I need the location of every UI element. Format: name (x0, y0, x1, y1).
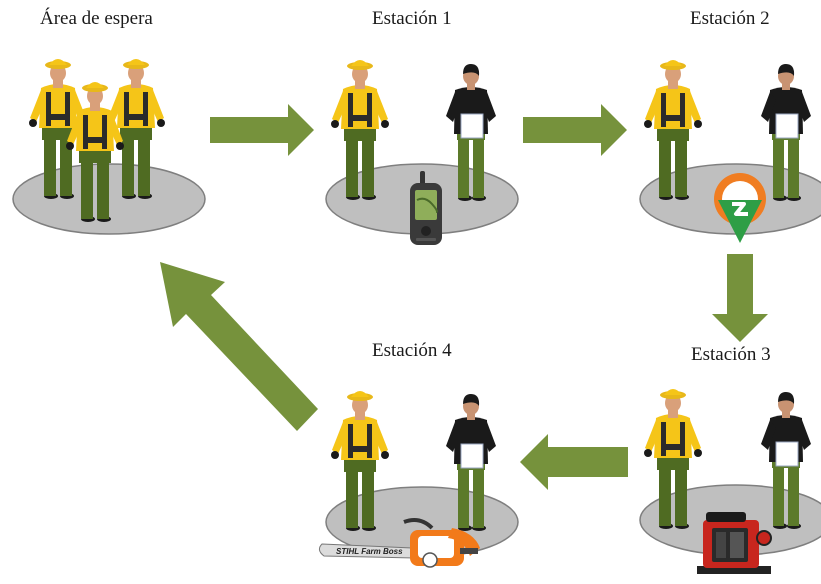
water-pump-icon (697, 512, 772, 574)
gps-device-icon (410, 171, 442, 245)
map-pin-logo-icon (714, 173, 766, 243)
arrow-left (520, 434, 628, 490)
station-2-label: Estación 2 (690, 8, 770, 29)
chainsaw-icon: STIHL Farm Boss (318, 518, 480, 568)
station-1-label: Estación 1 (372, 8, 452, 29)
arrow-diagonal-up-left (160, 262, 318, 431)
station-3-label: Estación 3 (691, 344, 771, 365)
station-4-label: Estación 4 (372, 340, 452, 361)
arrow-right-1 (210, 104, 314, 156)
chainsaw-brand-label: STIHL Farm Boss (336, 547, 403, 556)
arrow-down (712, 254, 768, 342)
arrow-right-2 (523, 104, 627, 156)
waiting-area-label: Área de espera (40, 8, 153, 29)
